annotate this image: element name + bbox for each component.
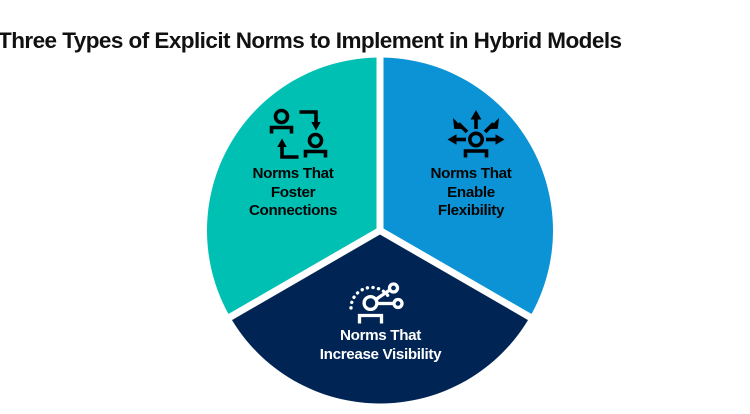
person-network-nodes-dotted-arc-icon xyxy=(349,277,413,327)
pie-dividers xyxy=(226,55,534,322)
pie-chart xyxy=(207,55,553,404)
pie-slices xyxy=(207,57,553,404)
two-people-exchange-arrows-glyph xyxy=(269,108,328,159)
two-people-exchange-arrows-icon xyxy=(268,108,330,162)
pie-chart-svg xyxy=(207,55,553,404)
person-radiating-arrows-icon xyxy=(444,108,508,162)
person-radiating-arrows-glyph xyxy=(447,110,505,158)
person-network-nodes-dotted-arc-glyph xyxy=(349,282,404,324)
page-title: Three Types of Explicit Norms to Impleme… xyxy=(0,28,622,54)
